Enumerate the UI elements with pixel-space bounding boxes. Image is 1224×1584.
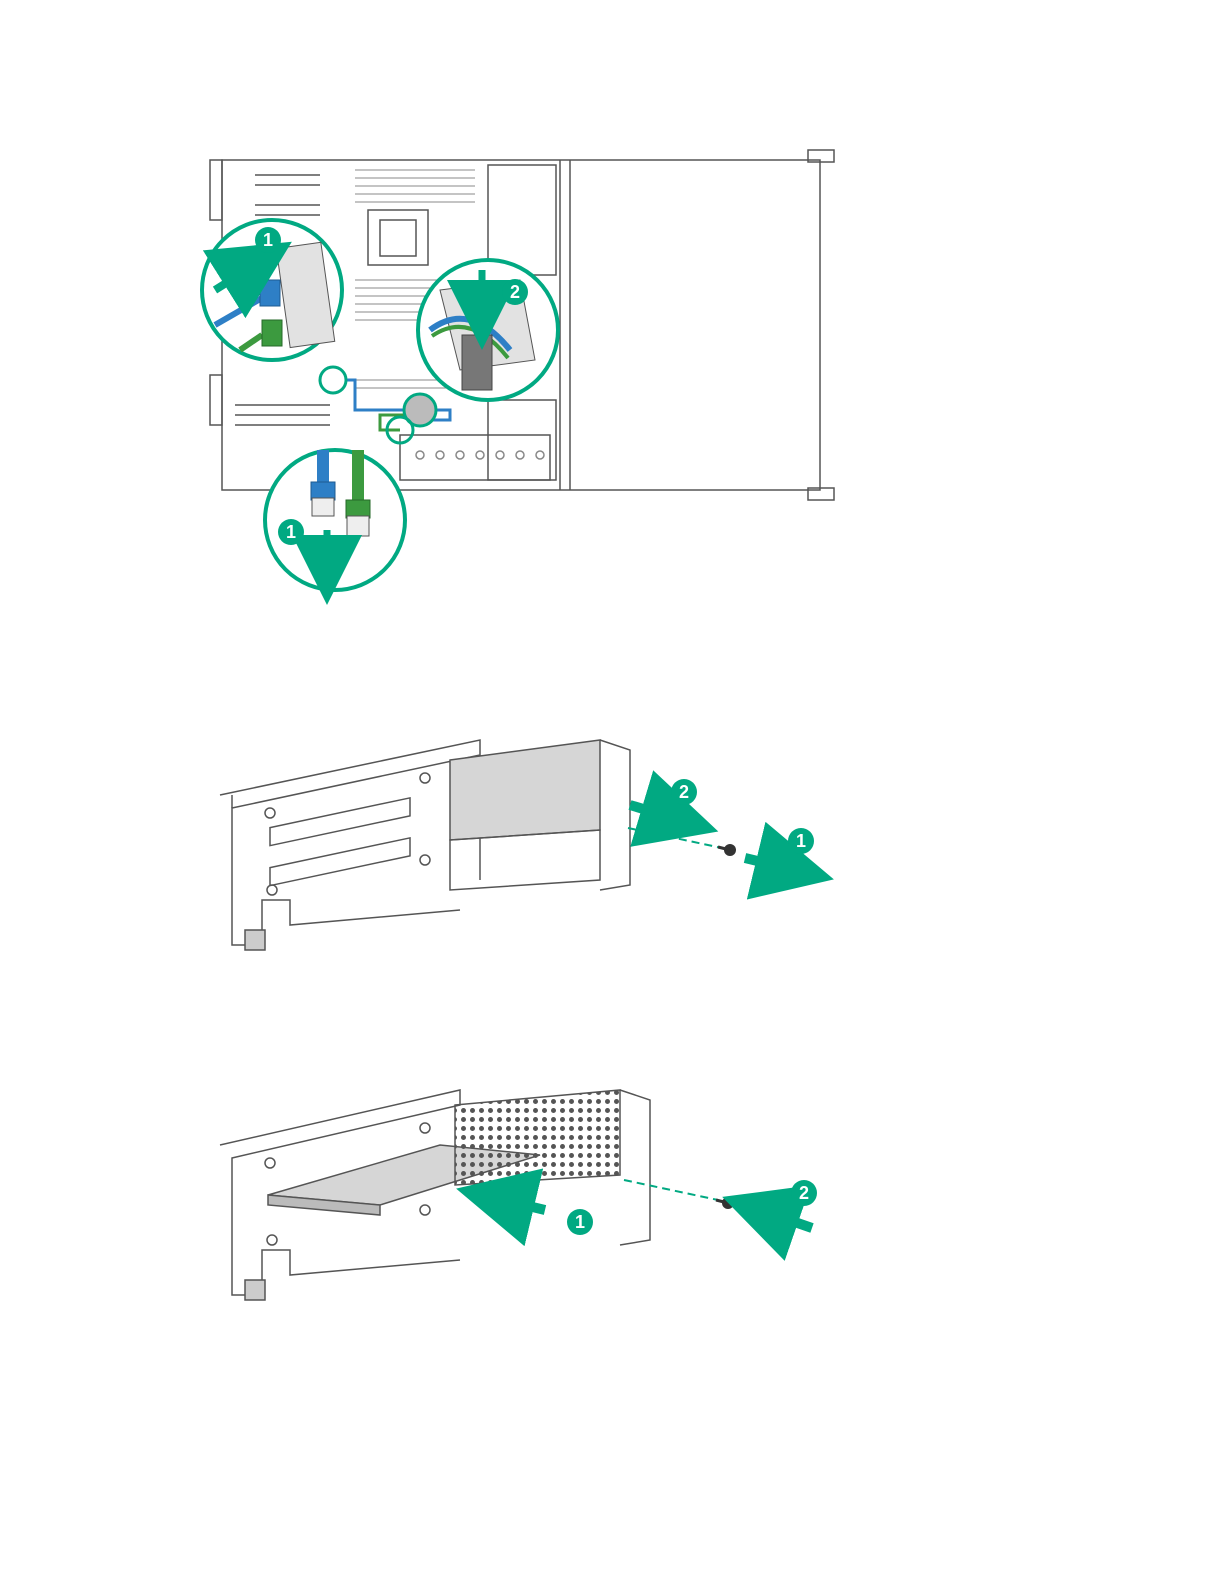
server-top-view-illustration: 1 2 1 bbox=[0, 130, 1224, 610]
figure-remove-slot-cover: 2 1 bbox=[0, 720, 1224, 980]
screw bbox=[718, 844, 736, 856]
riser-cage-board-illustration: 1 2 bbox=[0, 1070, 1224, 1330]
callout-number: 2 bbox=[510, 282, 520, 302]
arrow-slide-out bbox=[630, 805, 680, 820]
vented-bracket bbox=[455, 1090, 650, 1245]
callout-number: 1 bbox=[796, 831, 806, 851]
callout-number: 1 bbox=[575, 1212, 585, 1232]
riser-cage-illustration: 2 1 bbox=[0, 720, 1224, 980]
arrow-remove-screw bbox=[745, 858, 795, 870]
highlight-riser-connector bbox=[320, 367, 346, 393]
riser-cage bbox=[220, 740, 480, 950]
callout-number: 2 bbox=[799, 1183, 809, 1203]
callout-number: 1 bbox=[263, 230, 273, 250]
arrow-insert-board bbox=[495, 1198, 545, 1210]
figure-install-expansion-board: 1 2 bbox=[0, 1070, 1224, 1330]
screw bbox=[716, 1197, 734, 1209]
figure-server-cable-routing: 1 2 1 bbox=[0, 130, 1224, 610]
arrow-install-screw bbox=[760, 1210, 812, 1228]
slot-cover-bracket bbox=[450, 740, 630, 890]
callout-number: 2 bbox=[679, 782, 689, 802]
detail-riser-cable-disconnect: 1 bbox=[202, 220, 342, 360]
callout-number: 1 bbox=[286, 522, 296, 542]
detail-board-cable-disconnect: 1 bbox=[265, 450, 405, 590]
detail-cable-clip-release: 2 bbox=[418, 260, 558, 400]
